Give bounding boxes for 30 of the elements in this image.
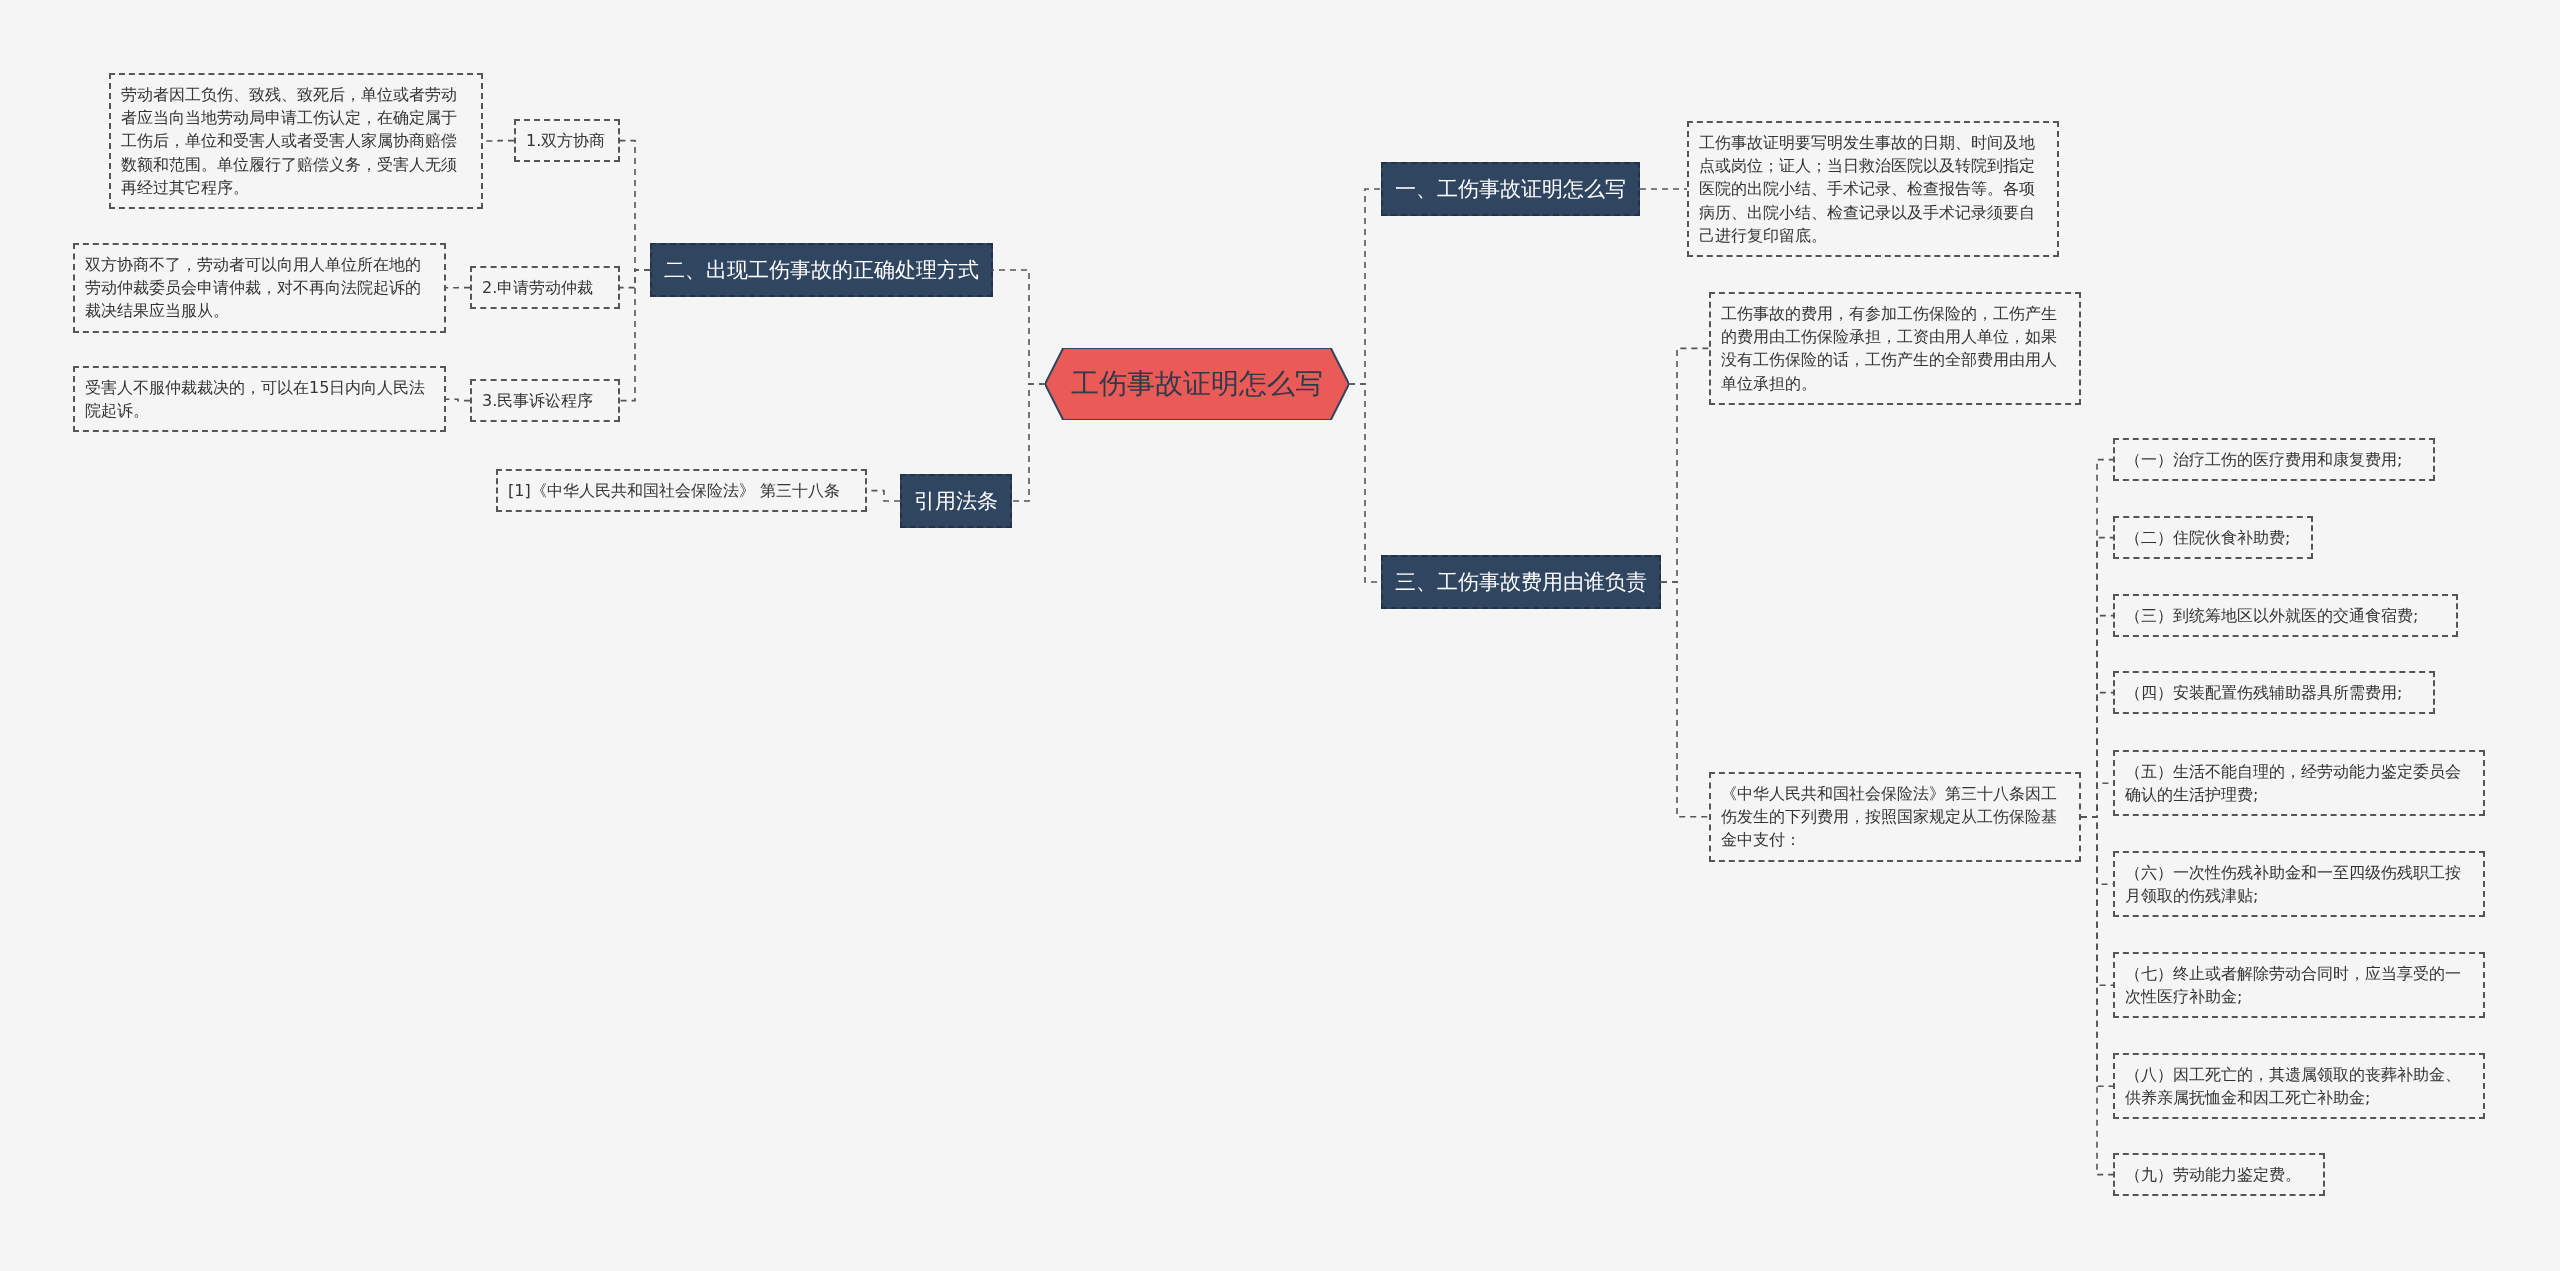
detail-box: （三）到统筹地区以外就医的交通食宿费;: [2113, 594, 2458, 638]
connector-line: [1660, 581, 1710, 818]
connector-line: [445, 286, 471, 289]
connector-line: [1011, 383, 1046, 502]
branch-topic: 三、工伤事故费用由谁负责: [1381, 555, 1661, 609]
detail-box: 《中华人民共和国社会保险法》第三十八条因工伤发生的下列费用，按照国家规定从工伤保险基金中支付：: [1709, 772, 2081, 862]
connector-line: [445, 398, 471, 402]
central-topic-hexagon: 工伤事故证明怎么写: [1045, 348, 1349, 420]
detail-box: （七）终止或者解除劳动合同时，应当享受的一次性医疗补助金;: [2113, 952, 2485, 1019]
branch-topic: 一、工伤事故证明怎么写: [1381, 162, 1640, 216]
detail-box: 3.民事诉讼程序: [470, 379, 620, 423]
detail-box: 工伤事故证明要写明发生事故的日期、时间及地点或岗位；证人；当日救治医院以及转院到指定医院的出院小结、手术记录、检查报告等。各项病历、出院小结、检查记录以及手术记录须要自己进行复印留底。: [1687, 121, 2059, 257]
branch-topic: 引用法条: [900, 474, 1012, 528]
detail-box: 双方协商不了，劳动者可以向用人单位所在地的劳动仲裁委员会申请仲裁，对不再向法院起诉的裁决结果应当服从。: [73, 243, 446, 333]
detail-box: [1]《中华人民共和国社会保险法》 第三十八条: [496, 469, 867, 513]
detail-box: （二）住院伙食补助费;: [2113, 516, 2313, 560]
connector-line: [1639, 188, 1688, 190]
detail-box: （四）安装配置伤残辅助器具所需费用;: [2113, 671, 2435, 715]
detail-box: 受害人不服仲裁裁决的，可以在15日内向人民法院起诉。: [73, 366, 446, 433]
detail-box: 工伤事故的费用，有参加工伤保险的，工伤产生的费用由工伤保险承担，工资由用人单位，如果没有工伤保险的话，工伤产生的全部费用由用人单位承担的。: [1709, 292, 2081, 405]
detail-box: （九）劳动能力鉴定费。: [2113, 1153, 2325, 1197]
detail-box: （五）生活不能自理的，经劳动能力鉴定委员会确认的生活护理费;: [2113, 750, 2485, 817]
detail-box: （一）治疗工伤的医疗费用和康复费用;: [2113, 438, 2435, 482]
branch-topic: 二、出现工伤事故的正确处理方式: [650, 243, 993, 297]
detail-box: 1.双方协商: [514, 119, 620, 163]
detail-box: 劳动者因工负伤、致残、致死后，单位或者劳动者应当向当地劳动局申请工伤认定，在确定属于工伤后，单位和受害人或者受害人家属协商赔偿数额和范围。单位履行了赔偿义务，受害人无须再经过其它程序。: [109, 73, 483, 209]
connector-line: [619, 269, 651, 402]
detail-box: （八）因工死亡的，其遗属领取的丧葬补助金、供养亲属抚恤金和因工死亡补助金;: [2113, 1053, 2485, 1120]
detail-box: （六）一次性伤残补助金和一至四级伤残职工按月领取的伤残津贴;: [2113, 851, 2485, 918]
detail-box: 2.申请劳动仲裁: [470, 266, 620, 310]
